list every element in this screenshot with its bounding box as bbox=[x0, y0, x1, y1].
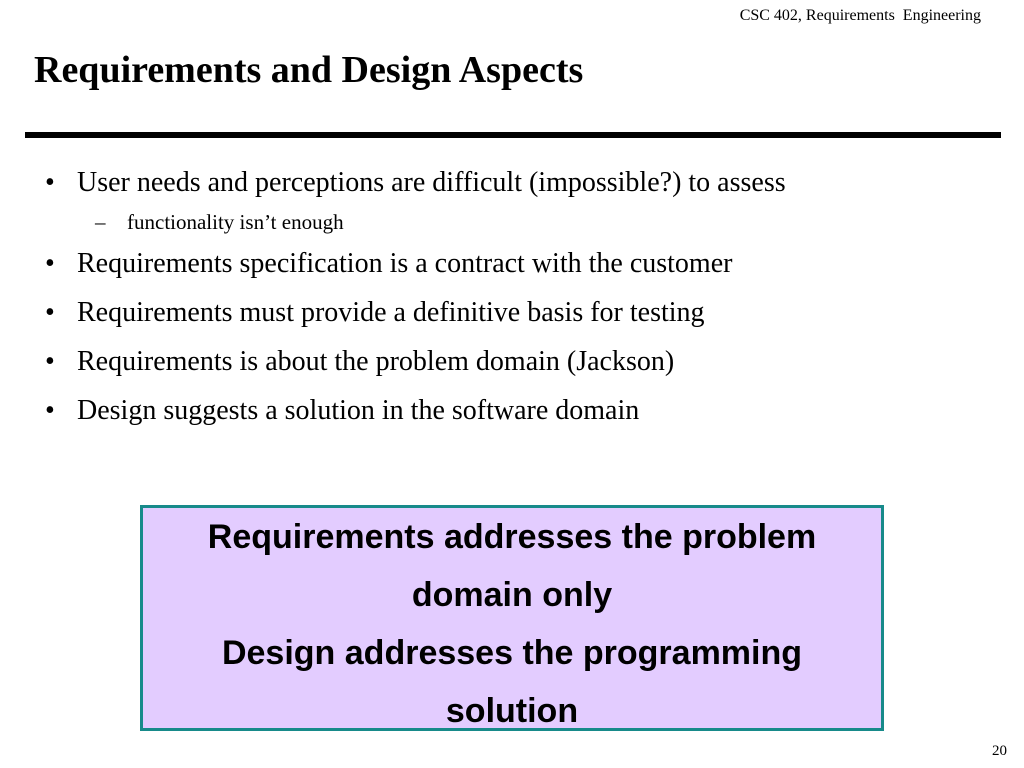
sub-bullet-dash: – bbox=[95, 210, 106, 234]
slide-title: Requirements and Design Aspects bbox=[34, 49, 584, 91]
bullet-text: User needs and perceptions are difficult… bbox=[77, 167, 786, 198]
bullet-dot: • bbox=[45, 248, 55, 279]
callout-line: domain only bbox=[411, 576, 613, 614]
bullet-dot: • bbox=[45, 395, 55, 426]
callout-line: Requirements addresses the problem bbox=[207, 518, 817, 556]
course-header: CSC 402, Requirements Engineering bbox=[739, 7, 981, 24]
bullet-item: • Requirements must provide a definitive… bbox=[45, 294, 995, 332]
bullet-dot: • bbox=[45, 297, 55, 328]
bullet-item: • Design suggests a solution in the soft… bbox=[45, 392, 995, 430]
bullet-item: • Requirements is about the problem doma… bbox=[45, 343, 995, 381]
bullet-item: • User needs and perceptions are difficu… bbox=[45, 164, 995, 202]
bullet-text: Requirements is about the problem domain… bbox=[77, 346, 675, 377]
bullet-text: Requirements specification is a contract… bbox=[77, 248, 733, 279]
bullet-list: • User needs and perceptions are difficu… bbox=[45, 164, 995, 441]
page-number: 20 bbox=[992, 743, 1007, 759]
bullet-dot: • bbox=[45, 167, 55, 198]
callout-line: solution bbox=[445, 692, 579, 730]
bullet-text: Design suggests a solution in the softwa… bbox=[77, 395, 640, 426]
bullet-item: • Requirements specification is a contra… bbox=[45, 245, 995, 283]
callout-box: Requirements addresses the problem domai… bbox=[140, 505, 884, 731]
sub-bullet-text: functionality isn’t enough bbox=[127, 210, 344, 234]
bullet-dot: • bbox=[45, 346, 55, 377]
sub-bullet-item: – functionality isn’t enough bbox=[45, 208, 995, 236]
title-divider bbox=[25, 132, 1001, 138]
callout-line: Design addresses the programming bbox=[221, 634, 803, 672]
bullet-text: Requirements must provide a definitive b… bbox=[77, 297, 705, 328]
